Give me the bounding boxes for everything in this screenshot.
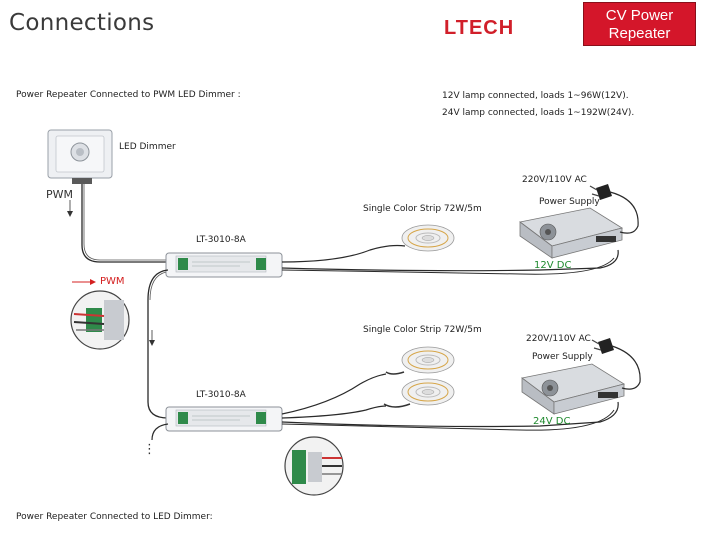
- strip-2-label: Single Color Strip 72W/5m: [363, 325, 482, 335]
- led-dimmer-device: [47, 129, 113, 184]
- pwm-label: PWM: [46, 188, 74, 201]
- footer-heading: Power Repeater Connected to LED Dimmer:: [16, 512, 213, 522]
- ac-plug-1: [589, 184, 639, 234]
- led-strip-2b: [401, 378, 455, 406]
- product-badge: CV Power Repeater: [583, 2, 696, 46]
- ac-1-label: 220V/110V AC: [522, 175, 587, 185]
- badge-line-1: CV Power: [605, 7, 674, 24]
- chain-arrow: [149, 330, 155, 346]
- repeater-1-label: LT-3010-8A: [196, 235, 246, 245]
- ac-2-label: 220V/110V AC: [526, 334, 591, 344]
- repeater-2-device: [165, 406, 283, 432]
- led-strip-2a: [401, 346, 455, 374]
- power-supply-2: [521, 363, 626, 415]
- dc-12v-label: 12V DC: [534, 260, 572, 271]
- note-12v-load: 12V lamp connected, loads 1~96W(12V).: [442, 91, 629, 101]
- psu-1-label: Power Supply: [539, 197, 600, 207]
- badge-line-2: Repeater: [608, 25, 671, 42]
- dimmer-label: LED Dimmer: [119, 142, 176, 152]
- pwm-red-arrow: [72, 279, 96, 285]
- ltech-logo: LTECH: [444, 17, 515, 39]
- note-24v-load: 24V lamp connected, loads 1~192W(24V).: [442, 108, 635, 118]
- pwm-arrow: [67, 200, 73, 217]
- psu-2-label: Power Supply: [532, 352, 593, 362]
- terminal-zoom-2: [284, 436, 344, 496]
- section1-heading: Power Repeater Connected to PWM LED Dimm…: [16, 90, 241, 100]
- pwm-red-label: PWM: [100, 276, 125, 287]
- power-supply-1: [519, 207, 624, 259]
- page-title: Connections: [9, 10, 155, 36]
- led-strip-1: [401, 224, 455, 252]
- ac-plug-2: [591, 338, 641, 390]
- continuation-ellipsis: ⋮: [143, 442, 156, 457]
- terminal-zoom-1: [70, 290, 130, 350]
- repeater-2-label: LT-3010-8A: [196, 390, 246, 400]
- strip-1-label: Single Color Strip 72W/5m: [363, 204, 482, 214]
- repeater-1-device: [165, 252, 283, 278]
- dc-24v-label: 24V DC: [533, 416, 571, 427]
